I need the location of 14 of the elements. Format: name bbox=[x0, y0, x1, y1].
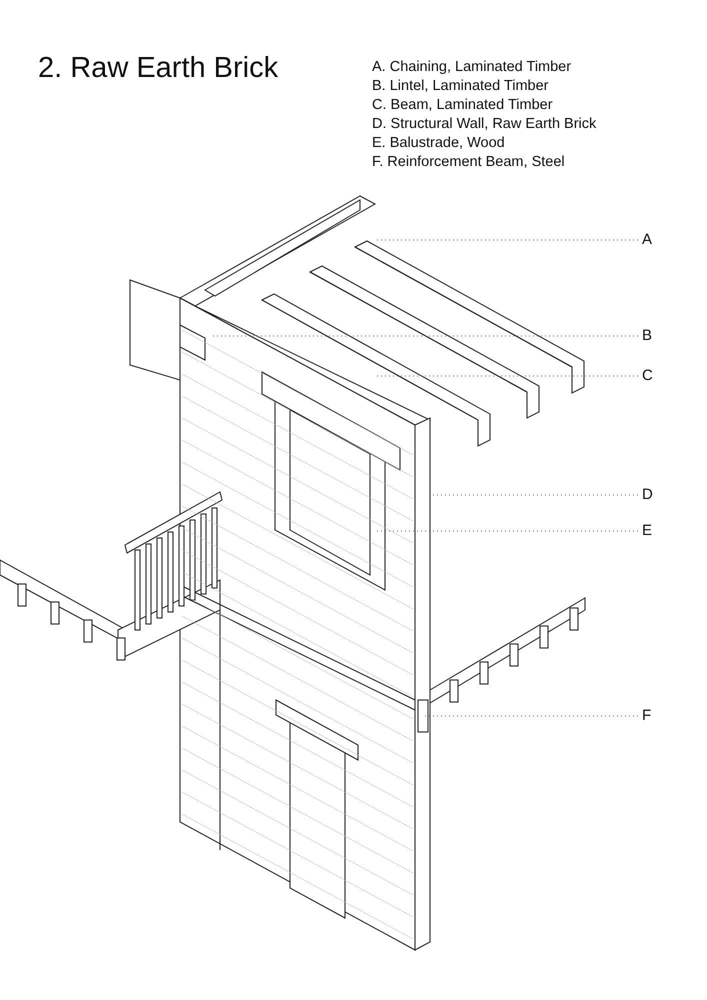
callout-letter: C bbox=[642, 367, 653, 385]
key-entry: F. Reinforcement Beam, Steel bbox=[372, 153, 565, 172]
key-entry: C. Beam, Laminated Timber bbox=[372, 96, 553, 115]
callout-letter: A bbox=[642, 231, 652, 249]
key-entry: B. Lintel, Laminated Timber bbox=[372, 77, 549, 96]
title: 2. Raw Earth Brick bbox=[38, 52, 278, 85]
key-entry: E. Balustrade, Wood bbox=[372, 134, 505, 153]
callout-letter: E bbox=[642, 522, 652, 540]
callout-letter: F bbox=[642, 707, 652, 725]
callout-letter: B bbox=[642, 327, 652, 345]
leader-line bbox=[374, 530, 638, 532]
key-entry: D. Structural Wall, Raw Earth Brick bbox=[372, 115, 596, 134]
key-entry: A. Chaining, Laminated Timber bbox=[372, 58, 572, 77]
callout-letter: D bbox=[642, 486, 653, 504]
